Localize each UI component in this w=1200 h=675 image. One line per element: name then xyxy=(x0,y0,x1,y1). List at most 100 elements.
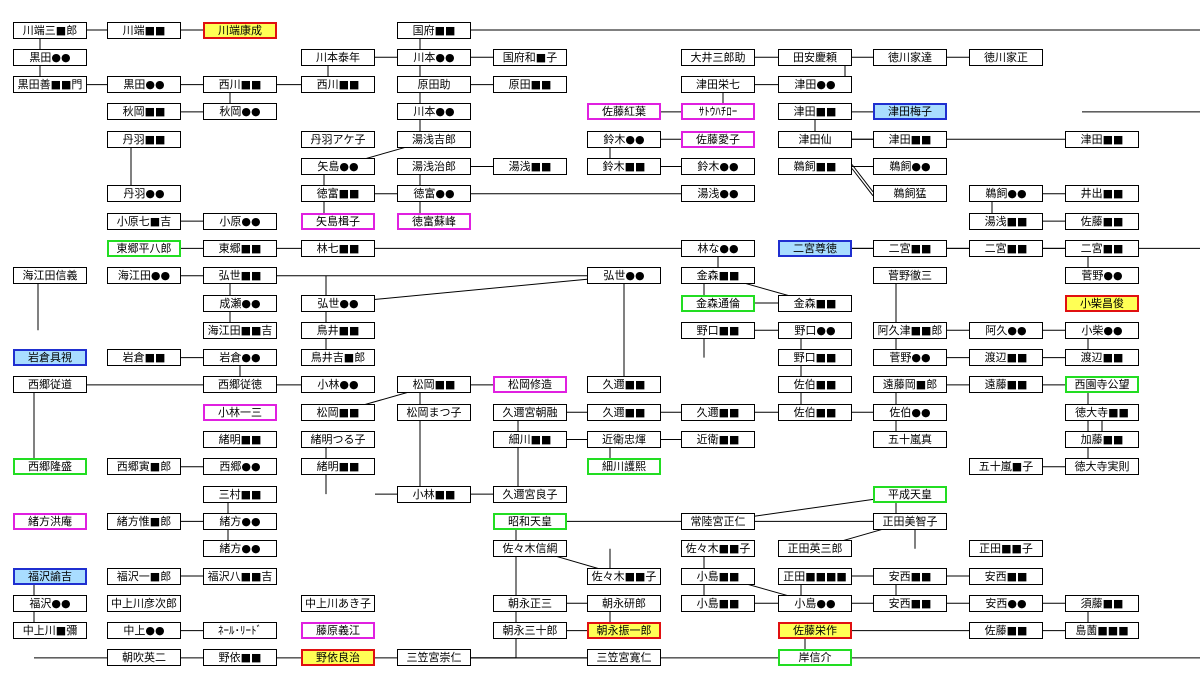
person-n164: 小柴●● xyxy=(1065,321,1139,339)
person-n118: 鵜飼■■ xyxy=(778,158,852,175)
person-n41: 緒方●● xyxy=(203,512,277,530)
person-n121: 野口●● xyxy=(778,321,852,339)
person-n59: 緒明■■ xyxy=(301,458,375,476)
person-n148: 湯浅■■ xyxy=(969,212,1043,230)
person-n16: 岩倉具視 xyxy=(13,349,87,367)
person-n44: ﾈｰﾙ･ﾘｰﾄﾞ xyxy=(203,622,277,640)
person-n135: 二宮■■ xyxy=(873,239,947,257)
person-n159: 井出■■ xyxy=(1065,185,1139,203)
person-n92: 近衛忠煇 xyxy=(587,431,661,448)
person-n78: 松岡修造 xyxy=(493,376,567,394)
person-n73: 小林■■ xyxy=(397,485,471,503)
person-n103: 津田栄七 xyxy=(681,76,755,94)
person-n90: 久邇■■ xyxy=(587,376,661,394)
person-n160: 佐藤■■ xyxy=(1065,212,1139,230)
person-n149: 二宮■■ xyxy=(969,239,1043,257)
person-n134: 鵜飼猛 xyxy=(873,185,947,203)
person-n170: 須藤■■ xyxy=(1065,594,1139,612)
person-n11: 丹羽●● xyxy=(107,185,181,203)
person-n124: 佐伯■■ xyxy=(778,403,852,421)
person-n69: 徳富●● xyxy=(397,185,471,203)
person-n84: 朝永正三 xyxy=(493,594,567,612)
person-n49: 矢島●● xyxy=(301,158,375,175)
person-n161: 二宮■■ xyxy=(1065,239,1139,257)
person-n62: 野依良治 xyxy=(301,649,375,667)
person-n143: 正田美智子 xyxy=(873,512,947,530)
person-n35: 岩倉●● xyxy=(203,349,277,367)
person-n17: 岩倉■■ xyxy=(107,349,181,367)
person-n55: 鳥井吉■郎 xyxy=(301,349,375,367)
person-n54: 鳥井■■ xyxy=(301,321,375,339)
person-n128: 佐藤栄作 xyxy=(778,622,852,640)
person-n99: 佐藤愛子 xyxy=(681,130,755,148)
person-n122: 野口■■ xyxy=(778,349,852,367)
person-n80: 細川■■ xyxy=(493,431,567,448)
person-n157: 佐藤■■ xyxy=(969,622,1043,640)
person-n56: 小林●● xyxy=(301,376,375,394)
person-n132: 津田■■ xyxy=(873,130,947,148)
person-n162: 菅野●● xyxy=(1065,267,1139,285)
person-n43: 福沢八■■吉 xyxy=(203,567,277,585)
person-n107: 野口■■ xyxy=(681,321,755,339)
person-n142: 平成天皇 xyxy=(873,485,947,503)
person-n63: 国府■■ xyxy=(397,21,471,39)
person-n38: 緒明■■ xyxy=(203,431,277,448)
person-n32: 弘世■■ xyxy=(203,267,277,285)
person-n141: 五十嵐真 xyxy=(873,431,947,448)
person-n104: 林な●● xyxy=(681,239,755,257)
person-n144: 安西■■ xyxy=(873,567,947,585)
person-n13: 東郷平八郎 xyxy=(107,239,181,257)
person-n138: 菅野●● xyxy=(873,349,947,367)
person-n169: 徳大寺実則 xyxy=(1065,458,1139,476)
person-n15: 海江田●● xyxy=(107,267,181,285)
person-n114: 田安慶頼 xyxy=(778,48,852,66)
person-n81: 久邇宮良子 xyxy=(493,485,567,503)
person-n24: 福沢一■郎 xyxy=(107,567,181,585)
person-n60: 中上川あき子 xyxy=(301,594,375,612)
person-n1: 川端三■郎 xyxy=(13,21,87,39)
person-n171: 島薗■■■ xyxy=(1065,622,1139,640)
person-n93: 細川護熙 xyxy=(587,458,661,476)
person-n145: 安西■■ xyxy=(873,594,947,612)
person-n105: 金森■■ xyxy=(681,267,755,285)
person-n116: 津田■■ xyxy=(778,103,852,121)
person-n140: 佐伯●● xyxy=(873,403,947,421)
person-n89: 弘世●● xyxy=(587,267,661,285)
person-n152: 遠藤■■ xyxy=(969,376,1043,394)
person-n96: 朝永振一郎 xyxy=(587,622,661,640)
connector-diagonal xyxy=(851,164,874,193)
person-n110: 常陸宮正仁 xyxy=(681,512,755,530)
person-n27: 中上川彦次郎 xyxy=(107,594,181,612)
person-n97: 三笠宮寛仁 xyxy=(587,649,661,667)
person-n18: 西郷従道 xyxy=(13,376,87,394)
person-n9: 秋岡●● xyxy=(203,103,277,121)
person-n165: 渡辺■■ xyxy=(1065,349,1139,367)
person-n64: 川本●● xyxy=(397,48,471,66)
person-n30: 小原●● xyxy=(203,212,277,230)
person-n47: 西川■■ xyxy=(301,76,375,94)
person-n91: 久邇■■ xyxy=(587,403,661,421)
person-n26: 中上川■彌 xyxy=(13,622,87,640)
person-n28: 中上●● xyxy=(107,622,181,640)
person-n36: 西郷従徳 xyxy=(203,376,277,394)
person-n74: 三笠宮崇仁 xyxy=(397,649,471,667)
connector-diagonal xyxy=(851,168,874,197)
person-n22: 緒方惟■郎 xyxy=(107,512,181,530)
person-n101: 湯浅●● xyxy=(681,185,755,203)
person-n111: 佐々木■■子 xyxy=(681,540,755,558)
person-n58: 緒明つる子 xyxy=(301,431,375,448)
person-n2: 川端■■ xyxy=(107,21,181,39)
person-n108: 久邇■■ xyxy=(681,403,755,421)
person-n40: 三村■■ xyxy=(203,485,277,503)
person-n6: 黒田●● xyxy=(107,76,181,94)
person-n66: 川本●● xyxy=(397,103,471,121)
person-n119: 二宮尊徳 xyxy=(778,239,852,257)
person-n139: 遠藤岡■郎 xyxy=(873,376,947,394)
person-n154: 正田■■子 xyxy=(969,540,1043,558)
person-n45: 野依■■ xyxy=(203,649,277,667)
person-n153: 五十嵐■子 xyxy=(969,458,1043,476)
person-n95: 朝永研郎 xyxy=(587,594,661,612)
person-n5: 黒田善■■門 xyxy=(13,76,87,94)
person-n48: 丹羽アケ子 xyxy=(301,130,375,148)
person-n155: 安西■■ xyxy=(969,567,1043,585)
